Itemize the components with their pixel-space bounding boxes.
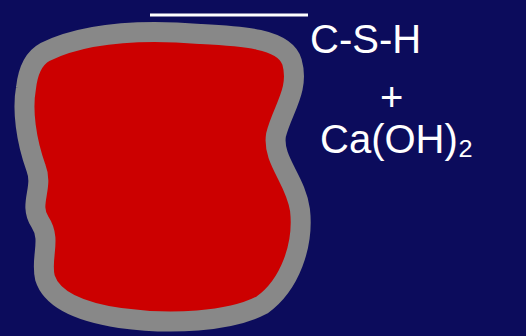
cement-grain xyxy=(24,32,300,322)
plus-sign: + xyxy=(380,77,403,117)
hydration-product: C-S-H xyxy=(310,19,421,59)
hydration-product: Ca(OH)₂ xyxy=(320,119,473,159)
leader-line xyxy=(150,14,308,17)
